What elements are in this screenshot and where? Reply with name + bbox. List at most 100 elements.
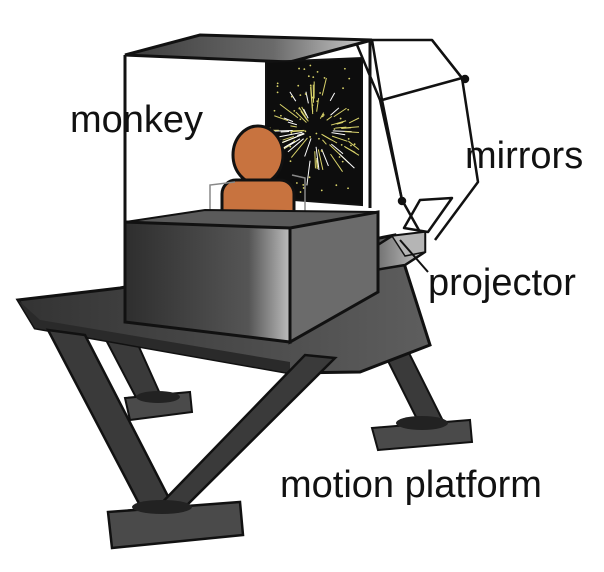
star-dot [280,114,282,117]
star-dot [347,137,350,140]
star-dot [293,109,296,112]
star-dot [311,96,314,99]
star-dot [309,136,312,138]
label-mirrors: mirrors [465,135,583,177]
star-streak [314,151,316,169]
star-streak [329,92,336,102]
star-streak [336,121,344,125]
star-streak [341,127,352,129]
star-streak [316,160,318,170]
star-dot [315,132,318,135]
booth-roof [124,33,373,64]
star-dot [273,109,276,112]
star-dot [321,115,324,118]
star-streak [274,115,289,122]
star-streak [330,153,343,173]
label-monkey: monkey [70,99,203,141]
star-dot [299,94,302,97]
star-dot [323,77,326,79]
star-dot [307,75,310,78]
booth-box [123,208,380,345]
star-dot [348,77,351,80]
star-dot [342,87,344,90]
star-dot [290,131,293,134]
star-streak [282,135,294,141]
front-legs [45,328,338,550]
star-dot [299,118,302,121]
star-streak [295,111,307,123]
star-streak [278,133,305,145]
star-dot [320,150,323,152]
star-streak [321,148,329,167]
star-streak [335,126,347,129]
star-streak [296,132,304,136]
star-streak [315,146,320,171]
star-dot [298,67,300,70]
star-streak [319,112,325,119]
star-streak [345,146,356,154]
star-streak [310,85,314,112]
star-streak [306,160,311,186]
star-streak [326,115,333,121]
star-dot [341,160,344,163]
star-streak [301,106,307,116]
star-streak [339,153,355,169]
star-dot [350,144,352,147]
star-streak [331,132,346,136]
projector [371,230,427,272]
star-dot [290,95,293,98]
star-streak [290,125,297,128]
star-dot [309,64,312,67]
star-streak [287,121,298,126]
star-dot [303,68,306,71]
star-streak [317,149,324,171]
star-streak [290,130,305,133]
star-dot [309,84,312,87]
star-streak [303,108,309,119]
star-streak [287,138,304,153]
star-dot [276,91,279,94]
star-dot [289,160,292,163]
star-streak [280,130,290,133]
star-streak [331,135,348,142]
star-streak [330,143,344,155]
star-dot [320,189,323,192]
star-dot [338,156,341,158]
star-dot [347,108,350,111]
star-dot [319,92,322,94]
star-dot [339,117,342,120]
star-dot [297,84,300,87]
star-dot [304,130,307,133]
star-streak [322,139,327,145]
label-projector: projector [428,262,576,304]
star-dot [318,137,320,140]
star-dot [335,184,338,187]
star-streak [333,107,347,118]
star-dot [308,176,311,179]
label-motion-platform: motion platform [280,464,542,506]
star-streak [322,134,332,141]
star-streak [348,117,360,124]
star-dot [311,104,314,107]
star-streak [300,110,308,121]
star-dot [312,76,315,79]
mirrors [353,38,480,241]
star-streak [348,140,360,151]
star-dot [304,93,307,95]
star-dot [276,85,279,88]
star-dot [299,191,302,193]
star-dot [316,70,319,73]
star-dot [347,187,349,190]
star-streak [330,120,347,126]
star-streak [283,117,294,123]
star-dot [302,184,305,186]
star-dot [295,182,298,184]
star-dot [293,140,296,143]
star-streak [330,107,340,116]
star-dot [353,143,356,146]
star-streak [344,131,360,133]
star-dot [333,128,336,130]
star-dot [340,143,343,146]
